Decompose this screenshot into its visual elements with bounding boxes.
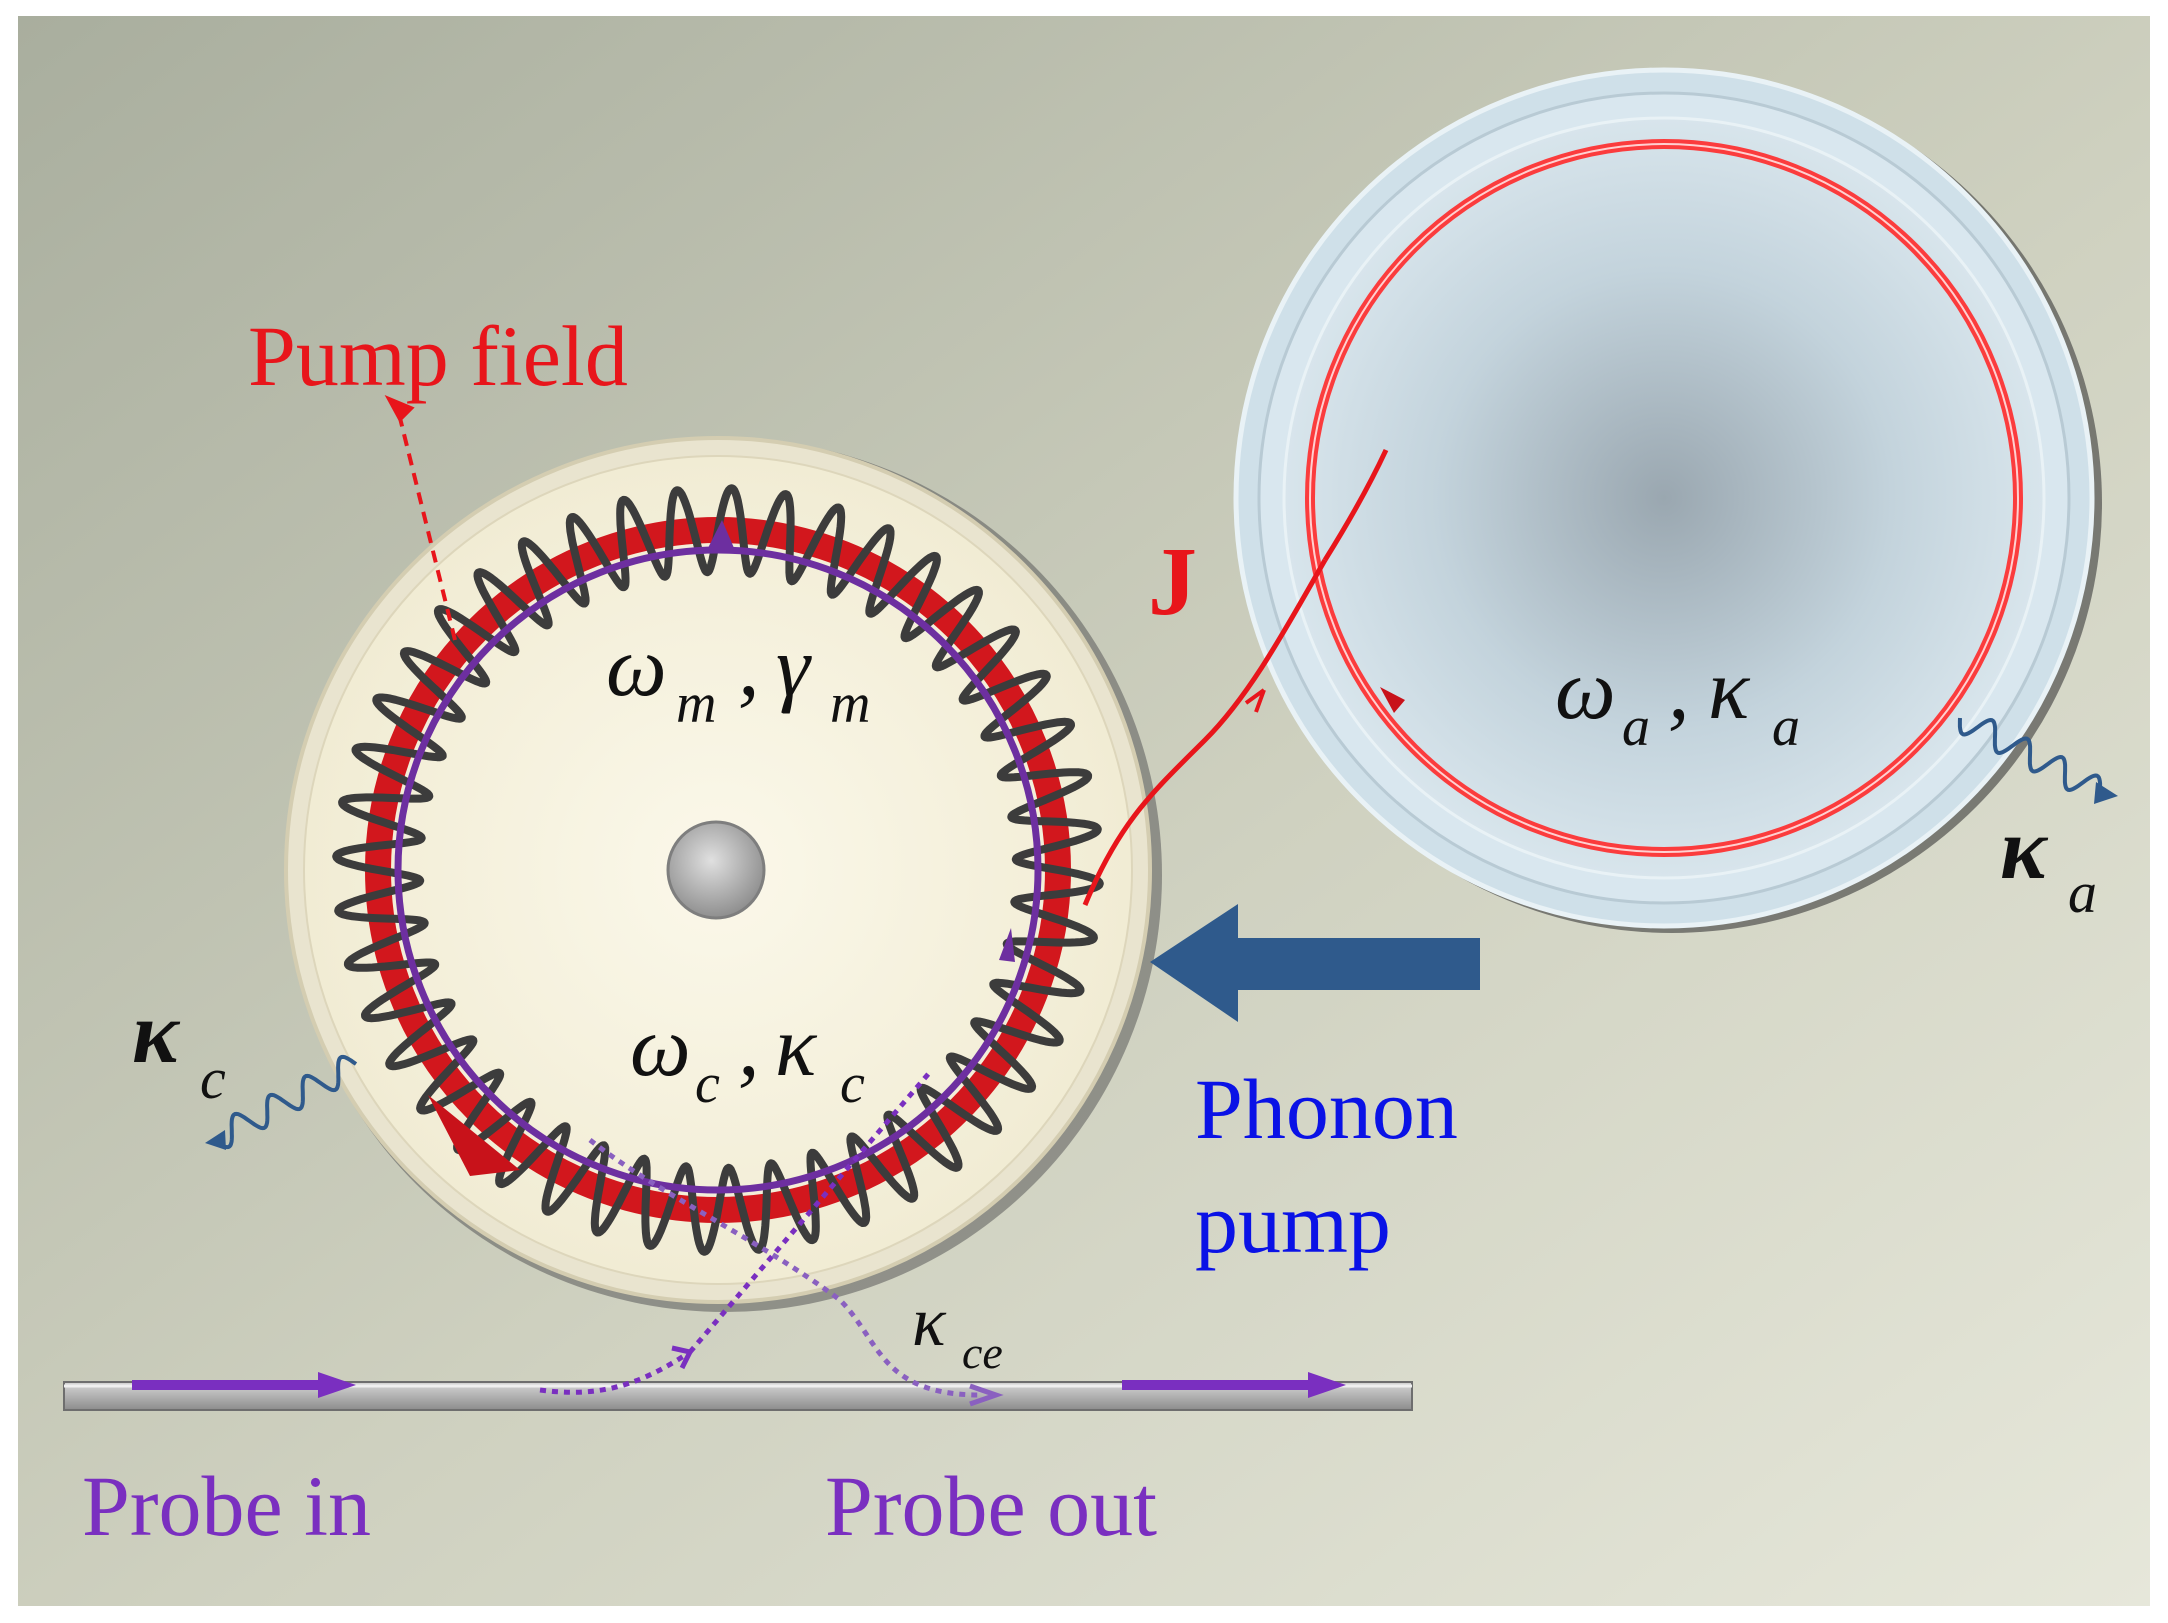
pump-direction-arrow [428,1095,520,1176]
kappa-ce-subscript: ce [962,1327,1003,1378]
comma: , [738,998,760,1094]
omega-a-subscript: a [1622,696,1650,758]
ring-direction-arrow [708,520,734,548]
coupling-curve [1082,558,1328,906]
pump-field-arrowhead [384,394,415,423]
kappa-c-symbol: κ [775,998,818,1094]
leak-c-symbol: κ [132,985,181,1082]
mechanical-spring [332,484,1104,1256]
coupling-curve-upper [1322,448,1389,562]
optical-mode-ring [394,546,1042,1194]
disk-hub [666,820,766,920]
leak-a-subscript: a [2068,860,2097,925]
probe-in-arrowhead [318,1372,356,1398]
omega-c-symbol: ω [630,998,691,1094]
comma: , [1668,641,1690,737]
kappa-a-symbol: κ [1708,641,1751,737]
kappa-ce-symbol: κ [912,1284,947,1361]
cavity-params: ω c , κ c [630,998,865,1115]
optomechanical-cavity [284,436,1162,1312]
leak-a-symbol: κ [2000,801,2049,898]
aux-optical-ring-highlight [1309,143,2019,853]
probe-couple-out [588,1138,981,1398]
aux-direction-arrow [1380,687,1405,713]
aux-params: ω a , κ a [1555,641,1800,758]
mechanical-params: ω m , γ m [606,618,870,735]
omega-m-symbol: ω [606,618,667,714]
phonon-pump-label-line2: pump [1195,1175,1391,1271]
probe-out-arrowhead [1308,1372,1346,1398]
omega-a-symbol: ω [1555,641,1616,737]
pump-field-label: Pump field [248,308,628,404]
kappa-a-subscript: a [1772,696,1800,758]
auxiliary-cavity [1233,67,2102,933]
leak-c-label: κ c [132,985,226,1111]
omega-m-subscript: m [676,673,716,735]
probe-couple-out-arrowhead [969,1383,1004,1407]
leak-c-arrowhead [205,1130,226,1150]
phonon-pump-arrow [1150,904,1480,1022]
omega-c-subscript: c [695,1053,720,1115]
comma: , [738,618,760,714]
gamma-m-symbol: γ [776,618,812,714]
leak-c-subscript: c [200,1046,226,1111]
kappa-c-subscript: c [840,1053,865,1115]
probe-in-label: Probe in [82,1458,371,1554]
leak-c-wiggle [212,1054,358,1150]
probe-into-cavity [688,1070,932,1354]
leak-a-label: κ a [2000,801,2097,925]
ring-direction-arrow [999,928,1015,962]
gamma-m-subscript: m [830,673,870,735]
probe-out-label: Probe out [825,1458,1157,1554]
ext-coupling-label: κ ce [912,1284,1003,1378]
phonon-pump-label-line1: Phonon [1195,1061,1458,1157]
pump-field-pointer [398,417,457,641]
leak-a-wiggle [1957,717,2103,793]
coupling-label: J [1148,528,1197,636]
leak-a-arrowhead [2094,782,2118,804]
coupling-arrow [1244,688,1266,713]
